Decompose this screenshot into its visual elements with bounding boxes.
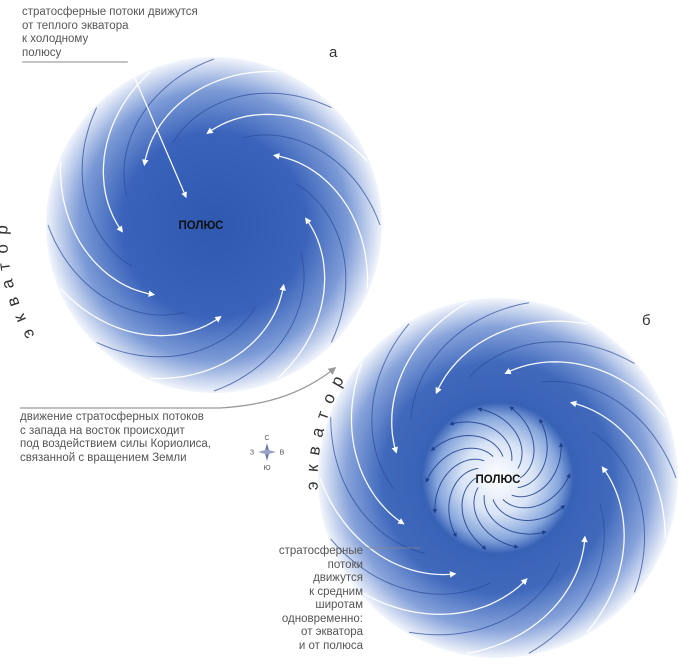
inner-stream-line [502, 473, 571, 509]
stream-line [569, 400, 666, 539]
stream-line [142, 70, 278, 167]
stream-line [213, 253, 305, 392]
stream-line [277, 217, 326, 379]
note-line: с запада на восток происходит [20, 424, 185, 437]
stream-line [242, 134, 381, 226]
stream-line [592, 431, 645, 593]
note-line: широтам [315, 599, 363, 611]
compass-west: З [250, 450, 254, 457]
note-line: стратосферные потоки движутся [22, 6, 198, 18]
inner-stream-line [511, 442, 564, 498]
inner-stream-line [492, 499, 566, 522]
inner-stream-line [483, 495, 547, 535]
stream-line [60, 288, 222, 337]
stream-line [81, 107, 133, 267]
inner-stream-line [449, 421, 513, 461]
disk-a [46, 57, 382, 393]
note-line: от теплого экватора [22, 19, 129, 32]
inner-stream-line [473, 487, 519, 549]
stream-line [466, 535, 588, 654]
stream-line [540, 380, 677, 479]
note-line: к средним [309, 585, 363, 598]
pole-label-b: ПОЛЮС [475, 474, 520, 486]
stream-line [96, 306, 256, 358]
inner-stream-line [477, 407, 523, 469]
spiral-streams-a [47, 58, 381, 392]
stream-line [371, 323, 410, 490]
equator-label-a: экватор [0, 216, 38, 343]
inner-stream-line [432, 458, 485, 514]
stream-line [123, 58, 215, 197]
note-line: одновременно: [281, 612, 363, 625]
stream-line [528, 503, 605, 654]
inner-stream-line [517, 418, 548, 488]
stream-line [435, 320, 588, 395]
stream-line [468, 341, 635, 378]
note-line: полюсу [22, 46, 62, 59]
compass-rose: С Ю З В [250, 435, 285, 472]
pole-label-a: ПОЛЮС [178, 220, 223, 232]
inner-stream-line [509, 406, 535, 479]
stream-line [319, 477, 457, 578]
stream-line [102, 71, 151, 233]
inner-stream-line [448, 468, 479, 538]
spiral-streams-b [319, 302, 677, 654]
disk-b [318, 298, 678, 658]
stream-line [47, 224, 186, 316]
stream-line [391, 302, 468, 454]
stream-line [295, 183, 347, 343]
note-line: под воздействием силы Кориолиса, [20, 438, 211, 450]
stream-line [330, 538, 491, 595]
stream-line [350, 363, 405, 525]
stream-line [59, 161, 156, 297]
equator-label-a-path: экватор [0, 216, 29, 343]
stream-line [272, 153, 369, 289]
stream-line [330, 417, 426, 554]
inner-stream-line [425, 447, 494, 483]
note-line: движутся [313, 572, 363, 584]
note-equator-to-pole: стратосферные потоки движутся от теплого… [22, 6, 198, 60]
note-line: движение стратосферных потоков [20, 411, 204, 423]
inner-stream-line [461, 477, 487, 550]
note-coriolis: движение стратосферных потоков с запада … [20, 411, 211, 465]
stream-line [504, 361, 666, 418]
panel-letter-a: а [329, 44, 338, 61]
note-line: связанной с вращением Земли [20, 451, 187, 464]
pointer-to-pole-a [127, 61, 187, 199]
stream-line [408, 562, 561, 636]
note-line: стратосферные [278, 545, 363, 557]
coriolis-pointer [20, 367, 337, 409]
compass-east: В [280, 450, 285, 457]
compass-north: С [264, 435, 269, 442]
stream-line [361, 578, 528, 615]
note-line: и от полюса [298, 639, 363, 652]
note-mid-latitudes: стратосферные потоки движутся к средним … [215, 545, 363, 653]
stream-line [150, 283, 286, 380]
note-line: к холодному [22, 33, 89, 45]
stream-line [206, 113, 368, 162]
panel-letter-b: б [642, 312, 651, 329]
stream-line [410, 302, 529, 420]
stream-line [172, 92, 332, 144]
note-line: от экватора [301, 626, 363, 638]
note-line: потоки [327, 558, 363, 571]
compass-south: Ю [263, 465, 270, 472]
inner-stream-line [430, 434, 504, 457]
stream-line [586, 466, 625, 633]
